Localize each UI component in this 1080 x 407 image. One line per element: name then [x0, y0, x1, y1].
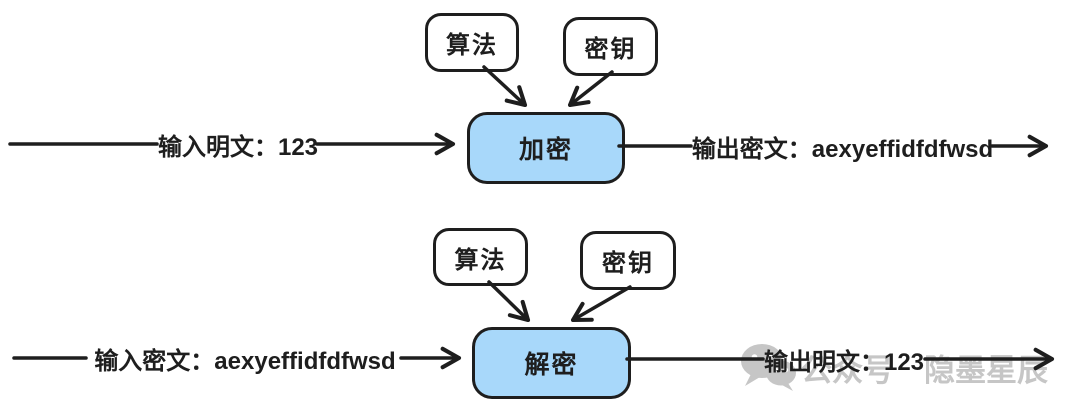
encrypt-process-label: 加密 [518, 136, 573, 164]
decrypt-key-arrow [570, 285, 632, 323]
watermark-label-left: 公众号 [801, 352, 894, 388]
encrypt-key-arrow [567, 70, 614, 108]
decrypt-input-label: 输入密文：aexyeffidfdfwsd [94, 347, 396, 375]
encrypt-algorithm-box: 算法 [425, 13, 519, 72]
wechat-icon [741, 344, 796, 391]
decrypt-process-box: 解密 [472, 327, 631, 399]
encrypt-input-label: 输入明文：123 [157, 133, 319, 161]
encrypt-algorithm-arrow [482, 65, 528, 108]
encrypt-key-box: 密钥 [563, 17, 658, 76]
decrypt-key-box: 密钥 [580, 231, 676, 290]
encrypt-algorithm-label: 算法 [446, 32, 498, 59]
decrypt-algorithm-label: 算法 [454, 246, 507, 274]
watermark-label-right: 隐墨星辰 [924, 352, 1048, 388]
encrypt-key-label: 密钥 [584, 36, 637, 63]
decrypt-algorithm-box: 算法 [433, 228, 528, 286]
decrypt-algorithm-arrow [487, 280, 531, 323]
decrypt-key-label: 密钥 [602, 250, 654, 277]
decrypt-process-label: 解密 [524, 351, 579, 379]
encrypt-process-box: 加密 [467, 112, 625, 184]
decrypt-output-label: 输出明文：123 [763, 348, 925, 376]
encrypt-output-label: 输出密文：aexyeffidfdfwsd [691, 135, 994, 163]
